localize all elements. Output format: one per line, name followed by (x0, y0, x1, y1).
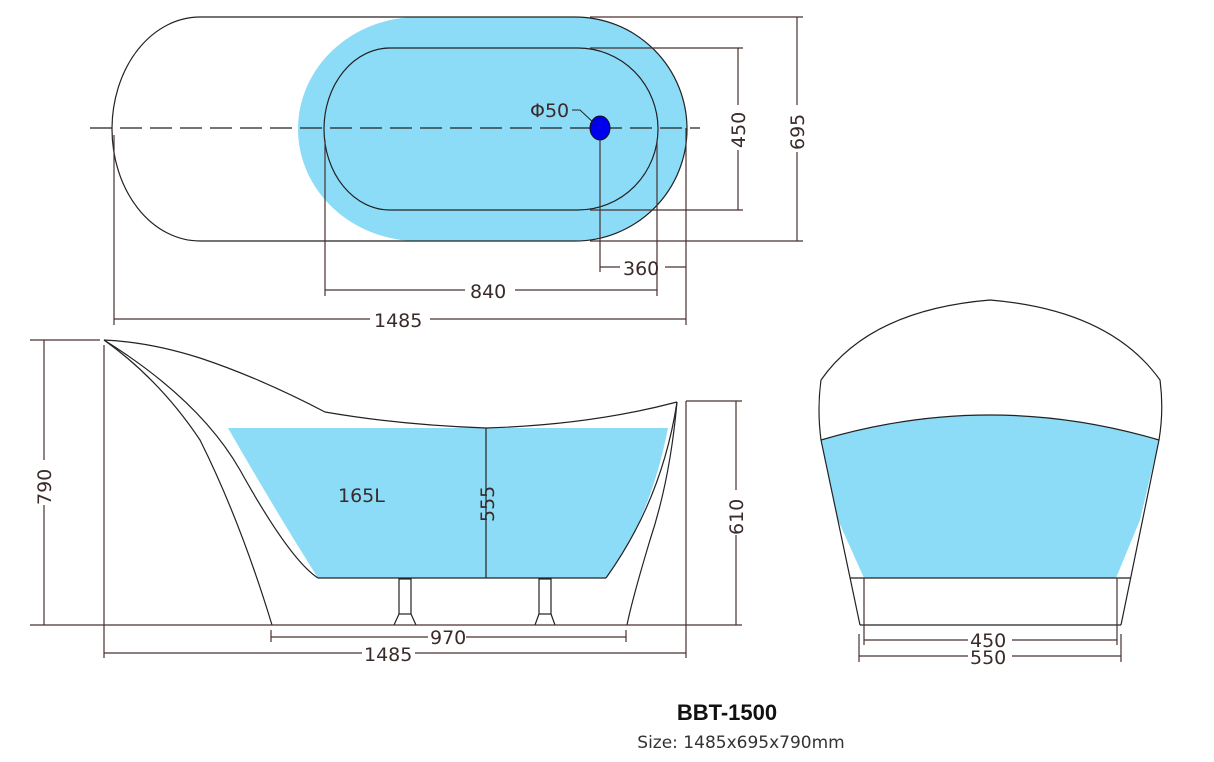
dim-side-feet-span: 970 (430, 627, 466, 649)
dim-side-overall-length: 1485 (364, 644, 412, 666)
end-view: 450 550 (818, 299, 1163, 669)
dim-top-overall-width: 695 (787, 114, 809, 150)
drain-icon (589, 115, 611, 141)
top-outer-rim (111, 16, 688, 242)
top-water-area (298, 17, 687, 241)
dim-top-inner-length: 840 (470, 281, 506, 303)
size-label: Size: 1485x695x790mm (637, 733, 845, 753)
top-view: Φ50 1485 (90, 16, 809, 332)
dim-side-rim-height: 610 (726, 499, 748, 535)
side-view: 165L 555 790 610 970 1485 (30, 339, 748, 666)
dim-side-water-depth: 555 (477, 486, 499, 522)
dim-top-overall-length: 1485 (374, 310, 422, 332)
dim-end-inner-base: 450 (970, 630, 1006, 652)
end-water-area (821, 415, 1159, 578)
model-title: BBT-1500 (676, 700, 778, 725)
side-volume-label: 165L (338, 485, 385, 507)
dim-top-inner-width: 450 (728, 112, 750, 148)
drain-label: Φ50 (530, 100, 569, 122)
dim-end-outer-base: 550 (970, 647, 1006, 669)
side-water-area (228, 428, 668, 578)
top-inner-basin (323, 47, 659, 211)
drain-leader (572, 109, 596, 125)
dim-side-overall-height: 790 (34, 469, 56, 505)
dim-top-drain-offset: 360 (623, 258, 659, 280)
